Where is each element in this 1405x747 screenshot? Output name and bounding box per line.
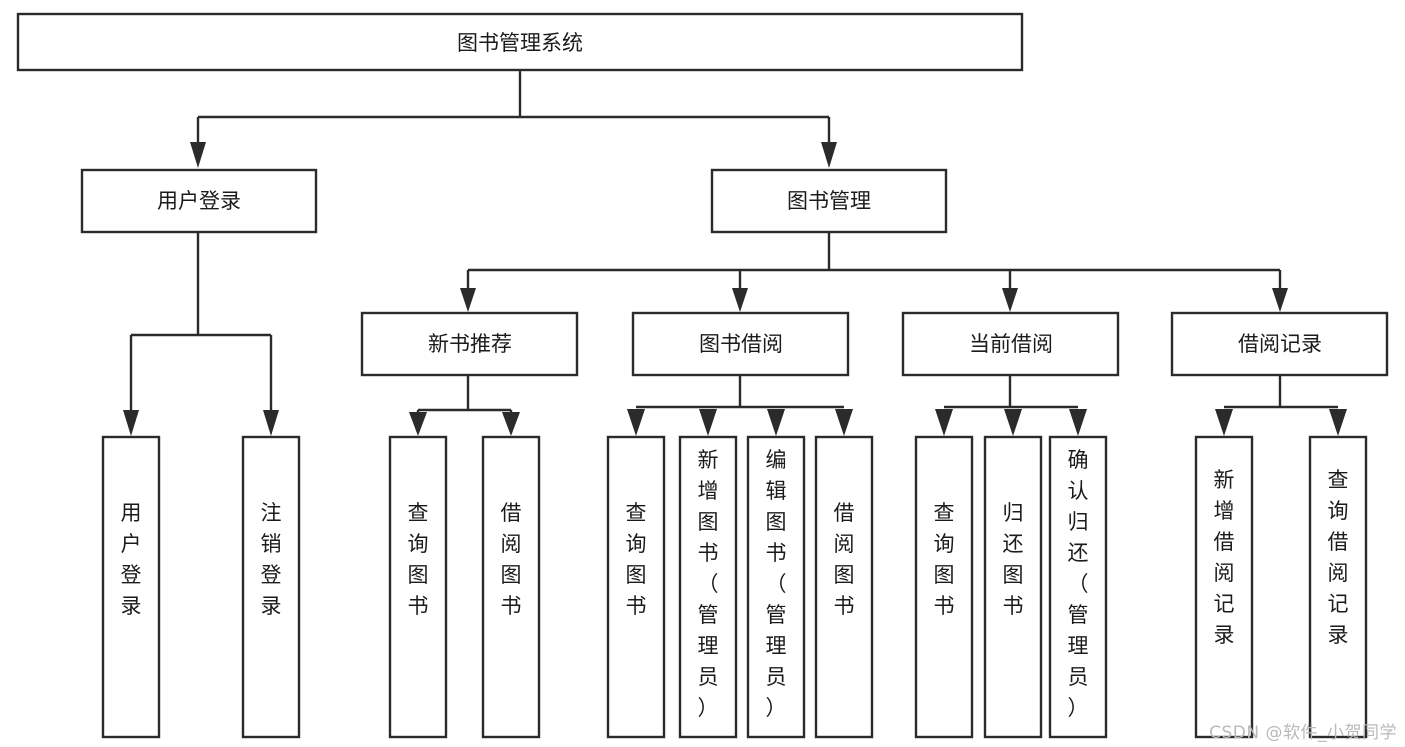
node-leaf-edit-book-box[interactable] — [746, 435, 806, 739]
node-book-borrow-box[interactable] — [631, 311, 850, 377]
node-leaf-add-record[interactable]: 新增借阅记录 — [1194, 435, 1254, 739]
arrow-book-borrow-to-edit-book — [767, 409, 785, 436]
node-leaf-borrow-book-1[interactable]: 借阅图书 — [481, 435, 541, 739]
node-leaf-borrow-book-2[interactable]: 借阅图书 — [814, 435, 874, 739]
node-leaf-logout-label: 注销登录 — [261, 501, 282, 618]
arrow-book-borrow-to-query-book — [627, 409, 645, 436]
node-book-manage-box[interactable] — [710, 168, 948, 234]
node-leaf-return-book[interactable]: 归还图书 — [983, 435, 1043, 739]
arrow-root-to-user-login — [190, 142, 206, 168]
arrow-current-borrow-to-confirm-return — [1069, 409, 1087, 436]
node-user-login-label: 用户登录 — [157, 189, 241, 213]
node-leaf-logout-box[interactable] — [241, 435, 301, 739]
node-leaf-borrow-book-1-label: 借阅图书 — [501, 501, 522, 618]
node-leaf-add-book-label: 新增图书（管理员） — [698, 448, 719, 720]
arrow-borrow-record-to-query-record — [1329, 409, 1347, 436]
arrow-book-borrow-to-borrow-book — [835, 409, 853, 436]
arrow-borrow-record-to-add-record — [1215, 409, 1233, 436]
node-borrow-record[interactable]: 借阅记录 — [1170, 311, 1389, 377]
arrow-book-manage-to-current-borrow — [1002, 288, 1018, 312]
connector-layer — [123, 70, 1347, 436]
node-leaf-borrow-book-1-box[interactable] — [481, 435, 541, 739]
node-leaf-add-book[interactable]: 新增图书（管理员） — [678, 435, 738, 739]
node-book-borrow[interactable]: 图书借阅 — [631, 311, 850, 377]
node-leaf-return-book-box[interactable] — [983, 435, 1043, 739]
node-borrow-record-label: 借阅记录 — [1238, 332, 1322, 356]
node-book-manage-label: 图书管理 — [787, 189, 871, 213]
node-leaf-query-book-3-box[interactable] — [914, 435, 974, 739]
node-user-login-box[interactable] — [80, 168, 318, 234]
node-root[interactable]: 图书管理系统 — [16, 12, 1024, 72]
node-leaf-borrow-book-2-box[interactable] — [814, 435, 874, 739]
node-current-borrow-box[interactable] — [901, 311, 1120, 377]
node-current-borrow[interactable]: 当前借阅 — [901, 311, 1120, 377]
node-new-book-rec-box[interactable] — [360, 311, 579, 377]
node-leaf-user-login-label: 用户登录 — [121, 501, 142, 618]
node-leaf-query-book-1-label: 查询图书 — [408, 501, 429, 618]
arrow-user-login-to-leaf-logout — [263, 410, 279, 436]
arrow-user-login-to-leaf-user-login — [123, 410, 139, 436]
node-book-borrow-label: 图书借阅 — [699, 332, 783, 356]
arrow-current-borrow-to-query-book — [935, 409, 953, 436]
node-leaf-borrow-book-2-label: 借阅图书 — [834, 501, 855, 618]
node-leaf-query-book-2[interactable]: 查询图书 — [606, 435, 666, 739]
node-leaf-edit-book-label: 编辑图书（管理员） — [766, 448, 787, 720]
node-leaf-query-book-2-label: 查询图书 — [626, 501, 647, 618]
arrow-root-to-book-manage — [821, 142, 837, 168]
node-leaf-query-book-1[interactable]: 查询图书 — [388, 435, 448, 739]
node-leaf-confirm-return[interactable]: 确认归还（管理员） — [1048, 435, 1108, 739]
arrow-book-borrow-to-add-book — [699, 409, 717, 436]
node-leaf-edit-book[interactable]: 编辑图书（管理员） — [746, 435, 806, 739]
node-root-label: 图书管理系统 — [457, 31, 583, 55]
node-leaf-logout[interactable]: 注销登录 — [241, 435, 301, 739]
node-borrow-record-box[interactable] — [1170, 311, 1389, 377]
node-leaf-query-book-2-box[interactable] — [606, 435, 666, 739]
node-new-book-rec-label: 新书推荐 — [428, 332, 512, 356]
node-new-book-rec[interactable]: 新书推荐 — [360, 311, 579, 377]
node-leaf-query-record-label: 查询借阅记录 — [1328, 468, 1349, 647]
csdn-watermark: CSDN @软件_小贺同学 — [1209, 723, 1397, 743]
arrow-current-borrow-to-return-book — [1004, 409, 1022, 436]
node-leaf-query-book-3[interactable]: 查询图书 — [914, 435, 974, 739]
arrow-book-manage-to-borrow-record — [1272, 288, 1288, 312]
node-leaf-confirm-return-box[interactable] — [1048, 435, 1108, 739]
node-leaf-query-record[interactable]: 查询借阅记录 — [1308, 435, 1368, 739]
node-leaf-user-login[interactable]: 用户登录 — [101, 435, 161, 739]
node-user-login[interactable]: 用户登录 — [80, 168, 318, 234]
node-leaf-query-book-1-box[interactable] — [388, 435, 448, 739]
node-leaf-confirm-return-label: 确认归还（管理员） — [1068, 448, 1089, 720]
arrow-book-manage-to-book-borrow — [732, 288, 748, 312]
arrow-book-manage-to-new-book-rec — [460, 288, 476, 312]
node-leaf-return-book-label: 归还图书 — [1003, 501, 1024, 618]
node-leaf-user-login-box[interactable] — [101, 435, 161, 739]
arrow-new-book-rec-to-query-book — [409, 412, 427, 436]
node-root-box[interactable] — [16, 12, 1024, 72]
node-book-manage[interactable]: 图书管理 — [710, 168, 948, 234]
node-leaf-query-book-3-label: 查询图书 — [934, 501, 955, 618]
node-leaf-add-record-box[interactable] — [1194, 435, 1254, 739]
node-leaf-add-record-label: 新增借阅记录 — [1214, 468, 1235, 647]
node-leaf-add-book-box[interactable] — [678, 435, 738, 739]
arrow-new-book-rec-to-borrow-book — [502, 412, 520, 436]
node-leaf-query-record-box[interactable] — [1308, 435, 1368, 739]
node-current-borrow-label: 当前借阅 — [969, 332, 1053, 356]
